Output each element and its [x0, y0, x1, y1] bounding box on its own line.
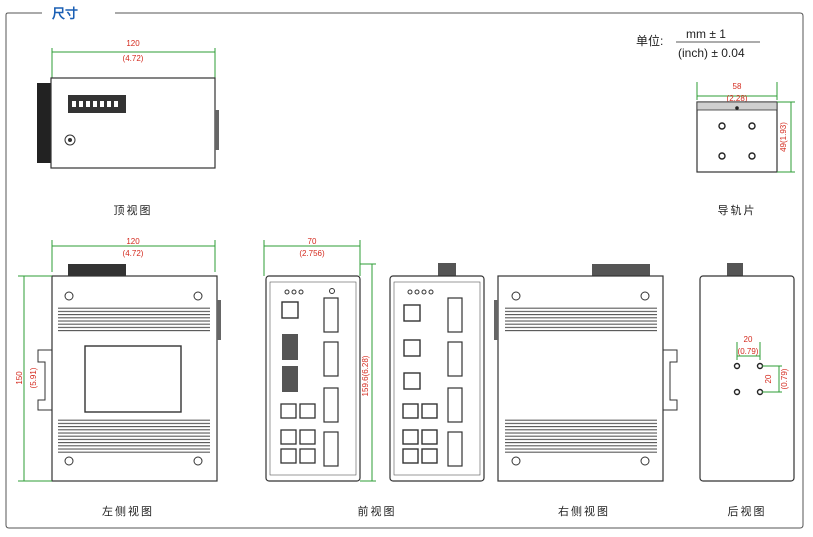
front-view-caption: 前视图: [358, 504, 397, 518]
rail-height: 49(1.93): [779, 122, 788, 152]
front-view: 70 (2.756) 159.6(6.28): [263, 237, 485, 518]
back-view: 20 (0.79) 20 (0.79) 后视图: [699, 263, 795, 518]
outer-frame: [5, 12, 804, 529]
back-v-spacing-in: (0.79): [780, 368, 789, 389]
section-title: 尺寸: [52, 6, 78, 22]
unit-numerator: mm ± 1: [686, 27, 726, 41]
back-view-caption: 后视图: [728, 504, 767, 518]
front-height: 159.6(6.28): [361, 355, 370, 396]
top-width-in: (4.72): [123, 54, 144, 63]
right-view: 右侧视图: [494, 264, 678, 518]
back-h-spacing-mm: 20: [744, 335, 753, 344]
rail-caption: 导轨片: [718, 203, 757, 217]
left-width-in: (4.72): [123, 249, 144, 258]
right-view-caption: 右侧视图: [558, 504, 610, 518]
unit-denominator: (inch) ± 0.04: [678, 46, 745, 60]
top-view-caption: 顶视图: [114, 203, 153, 217]
left-view: 120 (4.72) 150 (5.91) 左侧视图: [15, 237, 221, 518]
rail-view: 58 (2.28) 49(1.93) 导轨片: [696, 82, 795, 217]
left-height-in: (5.91): [29, 367, 38, 388]
rail-width-mm: 58: [733, 82, 742, 91]
left-width-mm: 120: [126, 237, 140, 246]
top-width-mm: 120: [126, 39, 140, 48]
rail-width-in: (2.28): [727, 94, 748, 103]
back-v-spacing-mm: 20: [764, 374, 773, 383]
front-width-in: (2.756): [299, 249, 325, 258]
unit-prefix: 单位:: [636, 33, 663, 48]
back-h-spacing-in: (0.79): [738, 347, 759, 356]
top-view: 120 (4.72) 顶视图: [37, 39, 219, 217]
front-width-mm: 70: [308, 237, 317, 246]
left-view-caption: 左侧视图: [102, 504, 154, 518]
left-height-mm: 150: [15, 371, 24, 385]
